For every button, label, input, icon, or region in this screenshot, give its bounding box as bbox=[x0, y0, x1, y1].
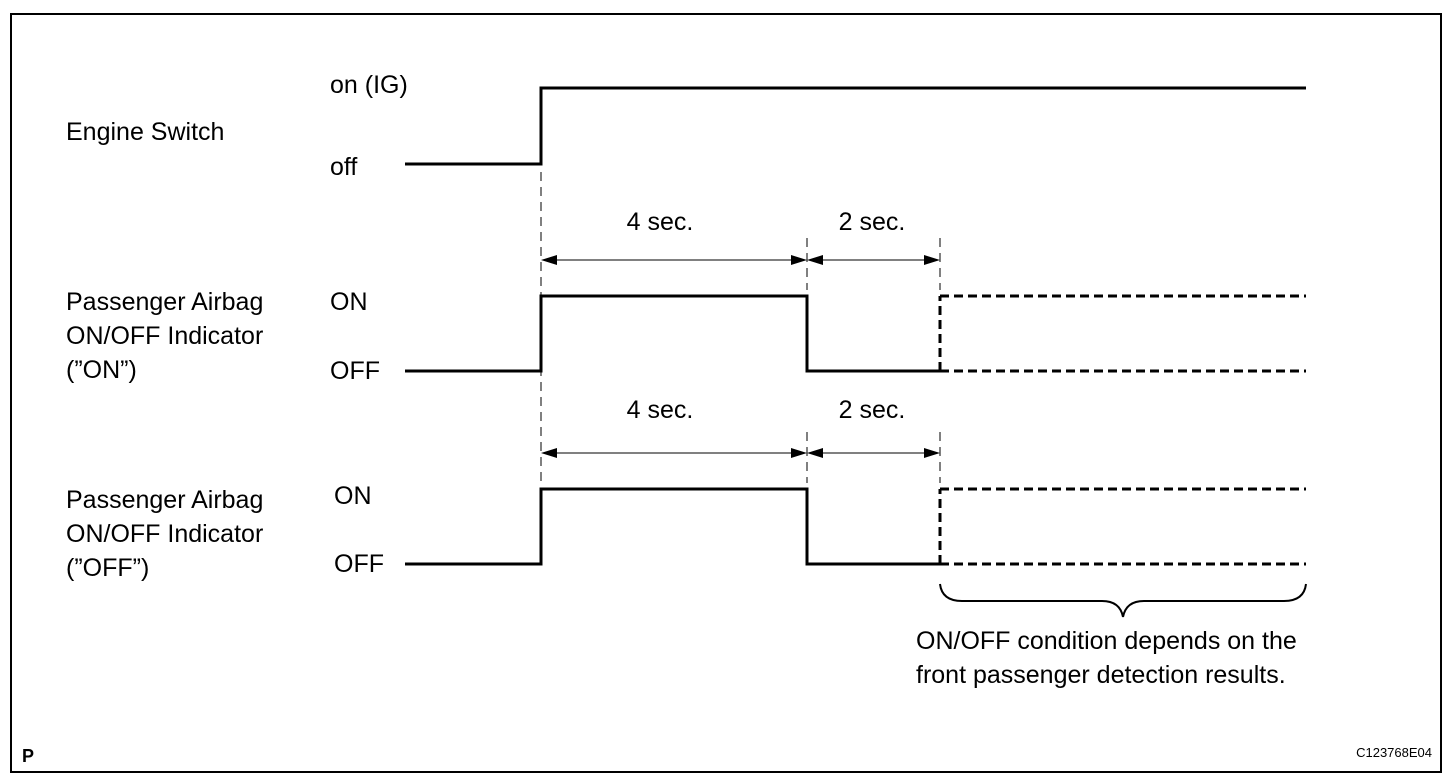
figure-code: C123768E04 bbox=[1356, 745, 1432, 760]
interval-4sec-label-bottom: 4 sec. bbox=[627, 396, 694, 424]
arrowhead-left bbox=[541, 448, 557, 458]
indicator-off-label-line3: (”OFF”) bbox=[66, 554, 149, 582]
engine-switch-on-label: on (IG) bbox=[330, 71, 408, 99]
indicator-off-high-label: ON bbox=[334, 482, 372, 510]
engine-switch-waveform bbox=[405, 86, 1306, 166]
arrowhead-right bbox=[924, 255, 940, 265]
indicator-on-low-label: OFF bbox=[330, 357, 380, 385]
indicator-off-waveform bbox=[405, 487, 940, 566]
indicator-on-label-line3: (”ON”) bbox=[66, 356, 137, 384]
corner-label: P bbox=[22, 746, 34, 766]
indicator-on-label-line2: ON/OFF Indicator bbox=[66, 322, 263, 350]
condition-brace bbox=[939, 583, 1307, 618]
condition-note-line2: front passenger detection results. bbox=[916, 661, 1286, 689]
arrowhead-left bbox=[807, 255, 823, 265]
arrowhead-right bbox=[791, 448, 807, 458]
indicator-off-low-label: OFF bbox=[334, 550, 384, 578]
indicator-off-label-line1: Passenger Airbag bbox=[66, 486, 263, 514]
engine-switch-off-label: off bbox=[330, 153, 357, 181]
figure-border bbox=[10, 13, 1442, 773]
interval-4sec-label-top: 4 sec. bbox=[627, 208, 694, 236]
arrowhead-left bbox=[807, 448, 823, 458]
arrowhead-left bbox=[541, 255, 557, 265]
indicator-on-high-label: ON bbox=[330, 288, 368, 316]
interval-2sec-label-top: 2 sec. bbox=[839, 208, 906, 236]
indicator-on-label-line1: Passenger Airbag bbox=[66, 288, 263, 316]
interval-2sec-label-bottom: 2 sec. bbox=[839, 396, 906, 424]
indicator-on-waveform bbox=[405, 294, 940, 373]
engine-switch-label: Engine Switch bbox=[66, 118, 224, 146]
arrowhead-right bbox=[924, 448, 940, 458]
indicator-off-label-line2: ON/OFF Indicator bbox=[66, 520, 263, 548]
arrowhead-right bbox=[791, 255, 807, 265]
condition-note-line1: ON/OFF condition depends on the bbox=[916, 627, 1297, 655]
